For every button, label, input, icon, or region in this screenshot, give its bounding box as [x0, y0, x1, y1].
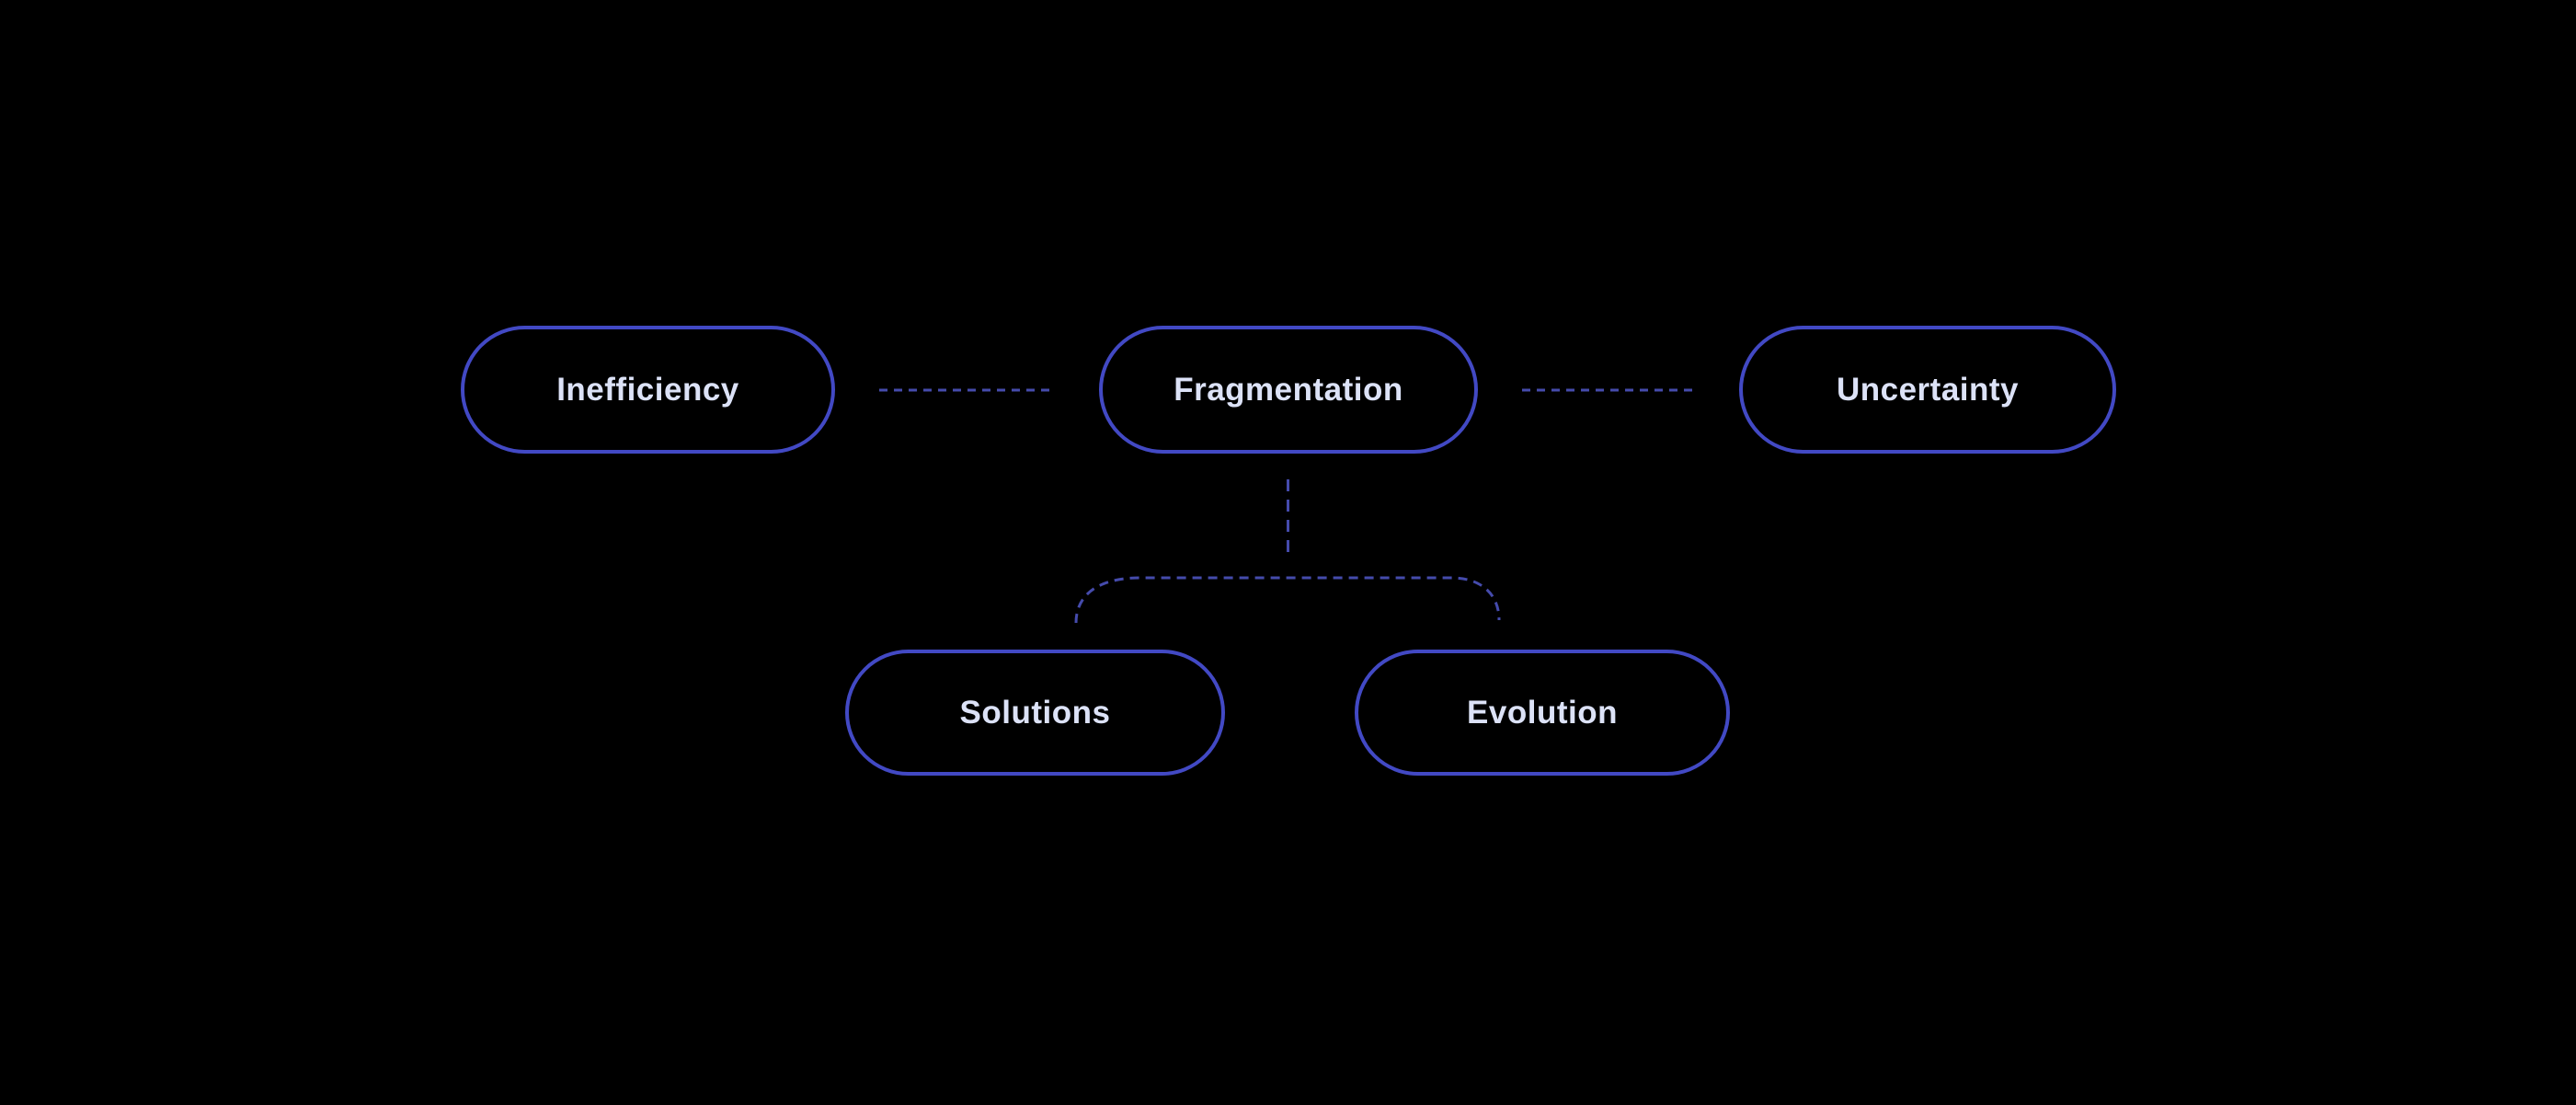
node-fragmentation: Fragmentation — [1099, 326, 1478, 454]
connector-branch-solutions-evolution — [1074, 576, 1501, 624]
node-uncertainty: Uncertainty — [1739, 326, 2116, 454]
node-inefficiency: Inefficiency — [461, 326, 835, 454]
node-label-inefficiency: Inefficiency — [556, 371, 739, 408]
node-evolution: Evolution — [1355, 650, 1730, 776]
node-solutions: Solutions — [845, 650, 1225, 776]
node-label-fragmentation: Fragmentation — [1174, 371, 1403, 408]
node-label-evolution: Evolution — [1467, 694, 1618, 731]
node-label-solutions: Solutions — [959, 694, 1111, 731]
node-label-uncertainty: Uncertainty — [1836, 371, 2020, 408]
